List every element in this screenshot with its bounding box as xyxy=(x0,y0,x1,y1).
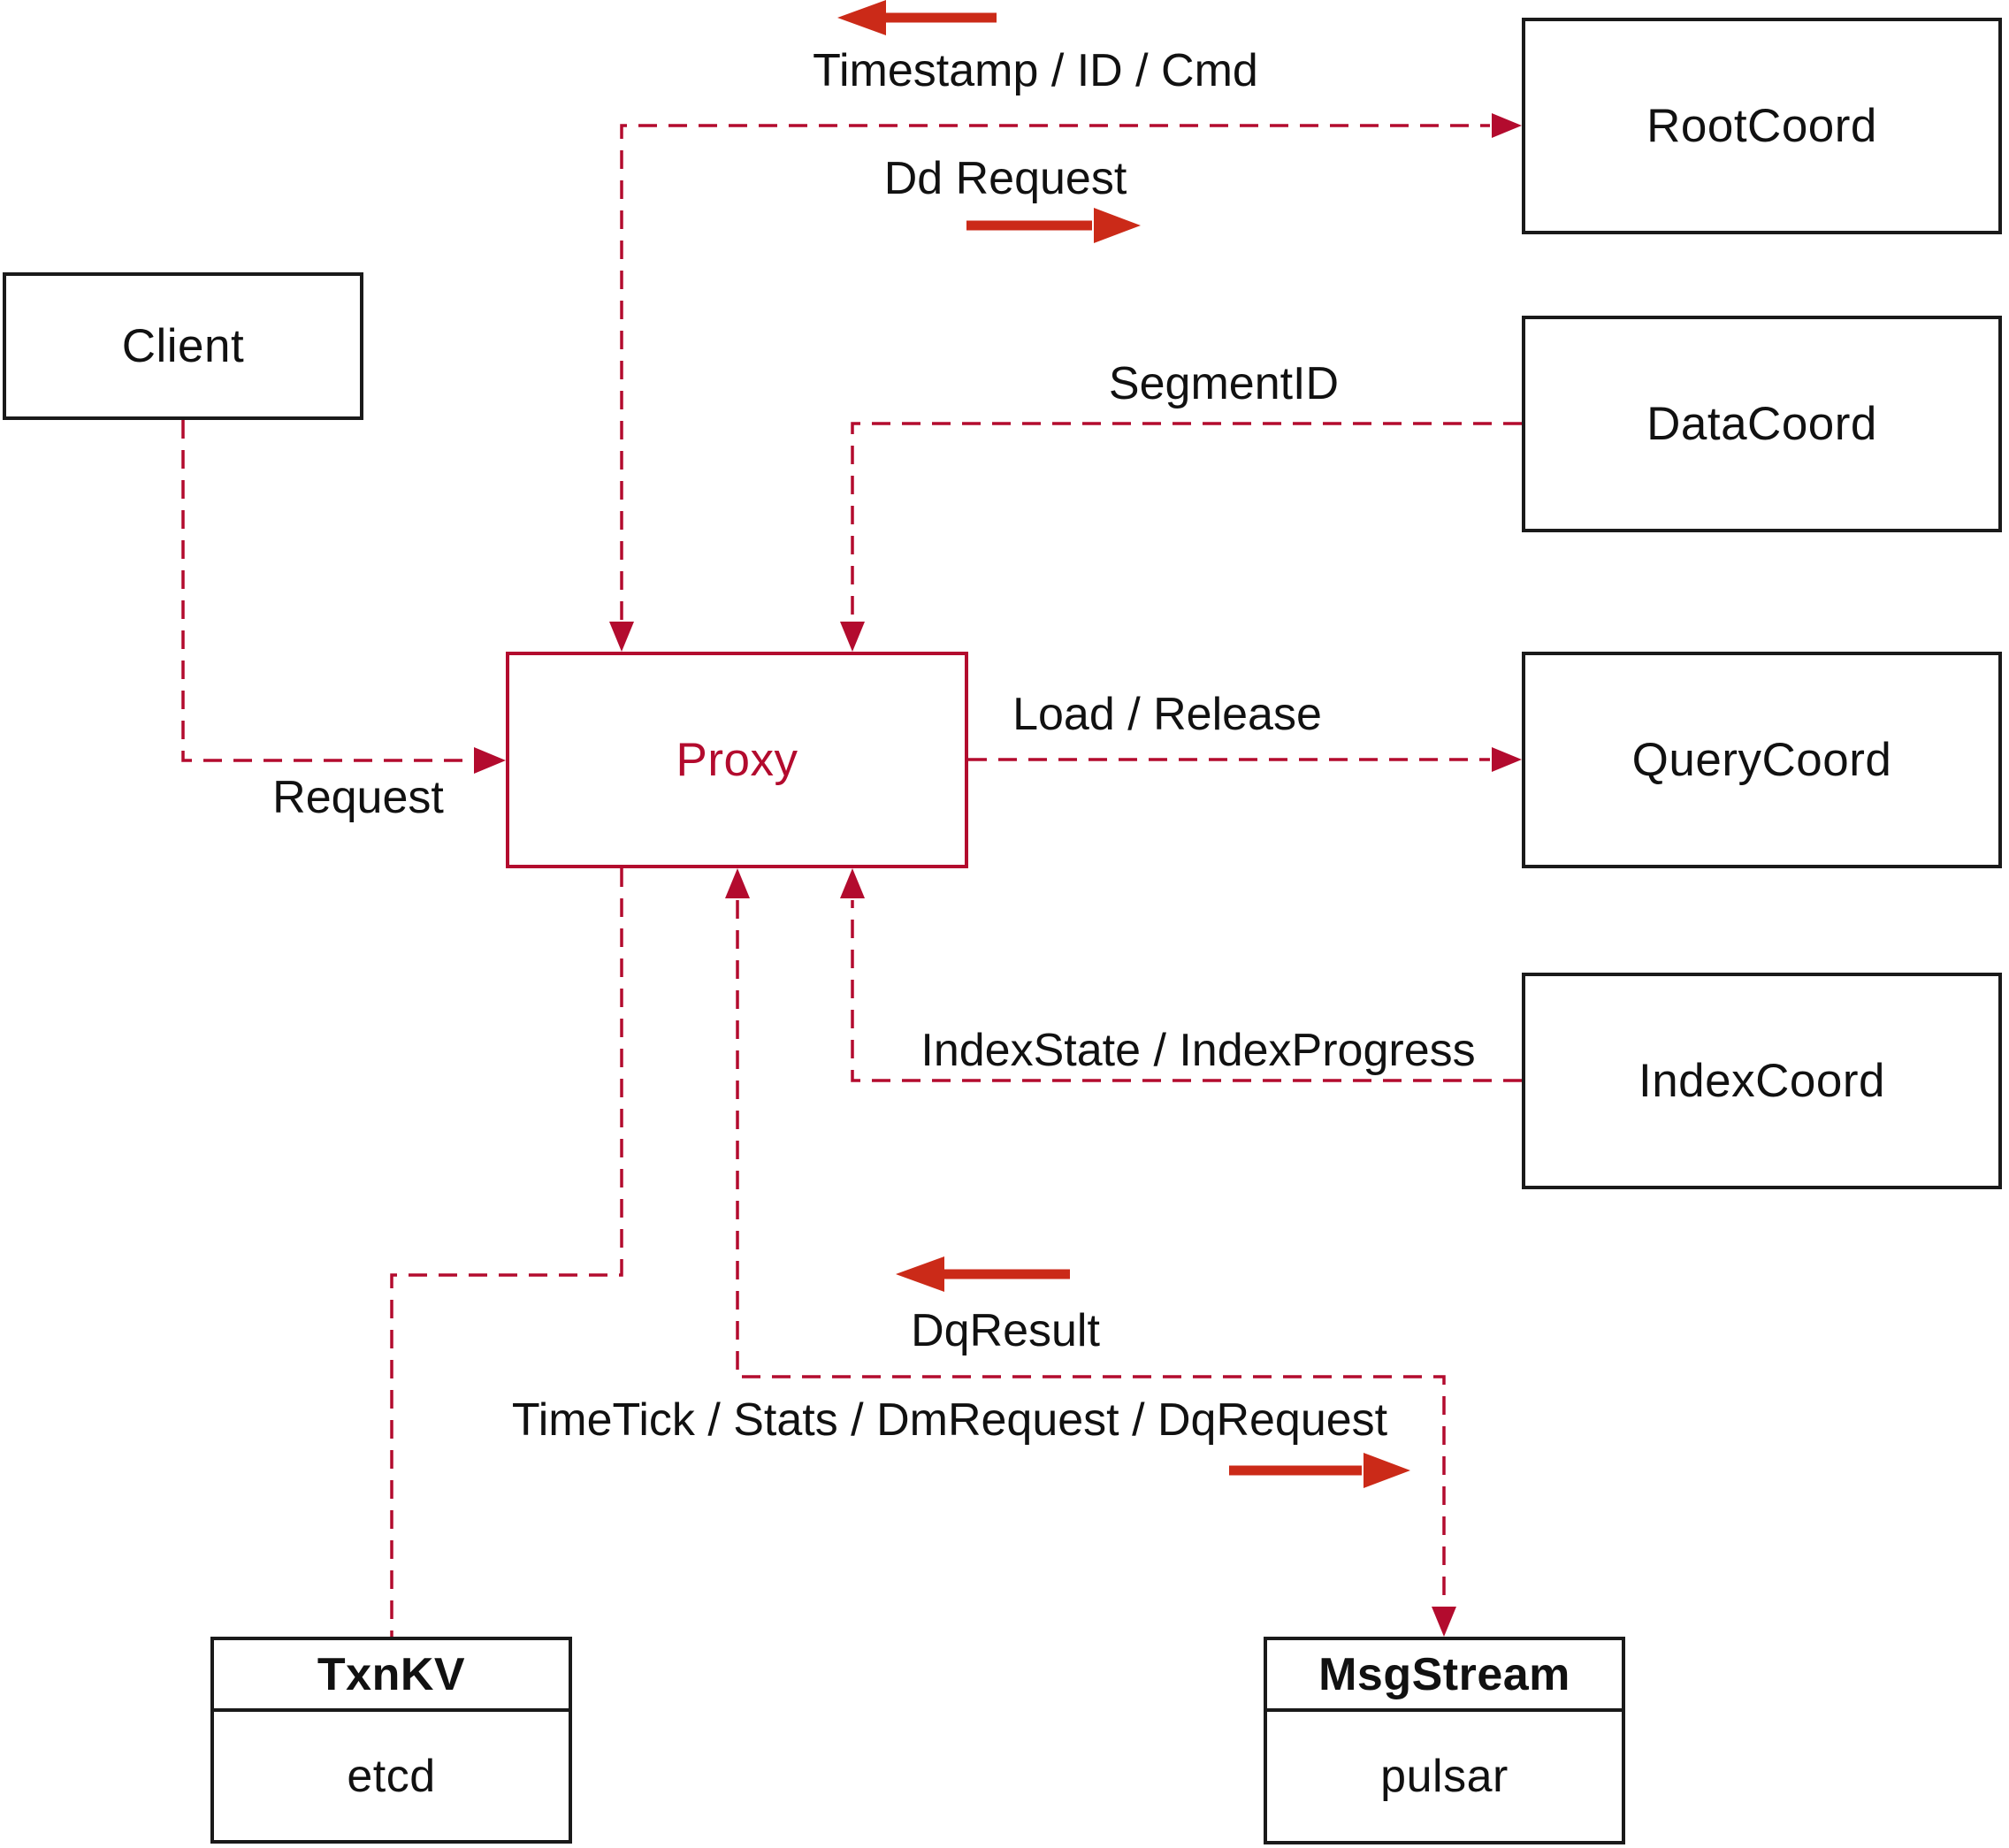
node-msgstream-sublabel: pulsar xyxy=(1380,1751,1509,1802)
node-msgstream-header: MsgStream xyxy=(1267,1640,1622,1712)
edge-proxy-rootcoord-line xyxy=(620,124,1490,620)
edge-client-proxy-line xyxy=(181,420,472,762)
node-txnkv-body: etcd xyxy=(214,1712,569,1840)
node-txnkv-sublabel: etcd xyxy=(347,1750,436,1802)
node-indexcoord-label: IndexCoord xyxy=(1638,1055,1885,1107)
edge-datacoord-to-proxy-arrowhead xyxy=(840,622,865,652)
node-msgstream-body: pulsar xyxy=(1267,1712,1622,1841)
node-proxy-label: Proxy xyxy=(676,734,798,786)
dq-result-direction-left-arrow xyxy=(896,1256,1070,1292)
node-indexcoord: IndexCoord xyxy=(1522,973,2002,1189)
node-txnkv-header: TxnKV xyxy=(214,1640,569,1712)
node-rootcoord-label: RootCoord xyxy=(1646,100,1877,152)
node-datacoord: DataCoord xyxy=(1522,316,2002,532)
edge-indexcoord-proxy-line xyxy=(851,900,1522,1082)
edge-datacoord-proxy-line xyxy=(851,422,1522,620)
edge-label-time-tick: TimeTick / Stats / DmRequest / DqRequest xyxy=(511,1394,1388,1446)
node-rootcoord: RootCoord xyxy=(1522,18,2002,234)
node-proxy: Proxy xyxy=(506,652,968,868)
edge-label-dq-result: DqResult xyxy=(911,1305,1100,1356)
node-txnkv-label: TxnKV xyxy=(317,1648,466,1700)
node-msgstream: MsgStream pulsar xyxy=(1264,1637,1625,1844)
node-txnkv: TxnKV etcd xyxy=(210,1637,572,1844)
edge-proxy-msgstream-line xyxy=(736,900,1446,1605)
edge-proxy-to-rootcoord-arrowhead xyxy=(1492,113,1522,138)
node-msgstream-label: MsgStream xyxy=(1318,1648,1570,1700)
edge-proxy-to-querycoord-arrowhead xyxy=(1492,747,1522,772)
node-client-label: Client xyxy=(121,320,245,372)
node-querycoord-label: QueryCoord xyxy=(1631,734,1892,786)
dd-request-direction-right-arrow xyxy=(966,208,1141,243)
node-datacoord-label: DataCoord xyxy=(1646,398,1877,450)
edge-proxy-txnkv-line xyxy=(390,868,623,1637)
edge-label-timestamp-id-cmd: Timestamp / ID / Cmd xyxy=(813,45,1258,96)
timestamp-direction-left-arrow xyxy=(837,0,997,35)
node-querycoord: QueryCoord xyxy=(1522,652,2002,868)
edge-indexcoord-to-proxy-arrowhead xyxy=(840,868,865,898)
edge-label-dd-request: Dd Request xyxy=(883,153,1127,204)
edge-label-request: Request xyxy=(272,772,444,823)
edge-msgstream-to-proxy-arrowhead xyxy=(725,868,750,898)
edge-label-index-state: IndexState / IndexProgress xyxy=(920,1025,1476,1076)
edge-proxy-to-msgstream-arrowhead xyxy=(1432,1607,1456,1637)
time-tick-direction-right-arrow xyxy=(1229,1453,1410,1488)
edge-label-load-release: Load / Release xyxy=(1012,689,1322,740)
node-client: Client xyxy=(3,272,363,420)
edge-client-proxy-arrowhead xyxy=(474,747,506,774)
edge-label-segment-id: SegmentID xyxy=(1108,358,1340,409)
edge-rootcoord-to-proxy-arrowhead xyxy=(609,622,634,652)
